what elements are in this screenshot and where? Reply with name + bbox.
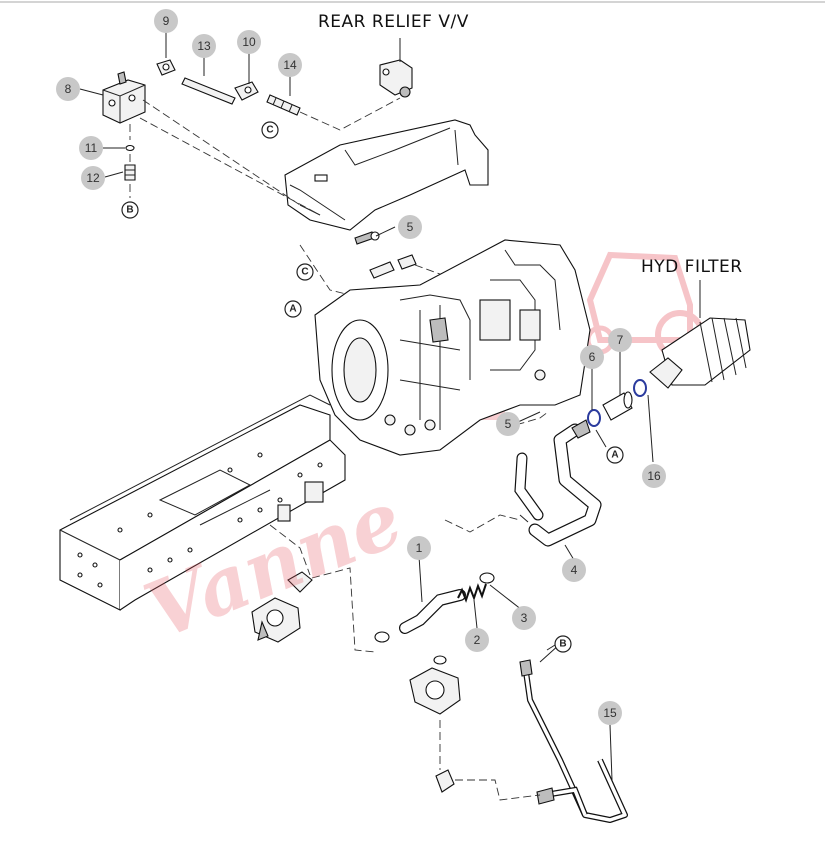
ref-marker-c-upper: C <box>261 121 279 139</box>
svg-text:16: 16 <box>647 469 661 483</box>
callout-15: 15 <box>598 701 622 725</box>
callout-9: 9 <box>154 9 178 33</box>
callout-6: 6 <box>580 345 604 369</box>
svg-text:B: B <box>559 639 566 650</box>
hose-clamp <box>587 409 601 427</box>
callout-12: 12 <box>81 166 105 190</box>
svg-text:C: C <box>266 125 273 136</box>
svg-text:2: 2 <box>474 633 481 647</box>
svg-text:8: 8 <box>65 82 72 96</box>
callout-14: 14 <box>278 53 302 77</box>
elbow-fitting <box>435 769 455 793</box>
svg-text:A: A <box>289 304 296 315</box>
clamp <box>479 572 495 584</box>
valve-block <box>102 71 146 124</box>
svg-text:7: 7 <box>617 333 624 347</box>
connector-fitting <box>124 164 136 181</box>
callout-4: 4 <box>562 558 586 582</box>
callout-10: 10 <box>237 30 261 54</box>
spring <box>457 583 487 603</box>
svg-text:B: B <box>126 205 133 216</box>
callout-8: 8 <box>56 77 80 101</box>
hose-clamp <box>633 379 647 397</box>
bracket-plate <box>284 119 489 231</box>
ref-marker-b-lower: B <box>554 635 572 653</box>
svg-text:3: 3 <box>521 611 528 625</box>
suction-hose <box>514 419 602 547</box>
callout-2: 2 <box>465 628 489 652</box>
svg-text:12: 12 <box>86 171 100 185</box>
hydraulic-pump <box>251 597 301 643</box>
callout-3: 3 <box>512 606 536 630</box>
hose-fitting <box>266 94 301 116</box>
svg-text:14: 14 <box>283 58 297 72</box>
svg-text:11: 11 <box>85 141 98 155</box>
svg-text:13: 13 <box>197 39 211 53</box>
c-fitting <box>369 254 417 279</box>
elbow-fitting <box>156 59 176 76</box>
hydraulic-pipe <box>519 659 628 823</box>
svg-text:6: 6 <box>589 350 596 364</box>
hyd-filter-label: HYD FILTER <box>641 257 743 277</box>
svg-text:C: C <box>301 267 308 278</box>
pump-hose <box>399 589 466 634</box>
short-hose <box>602 391 633 421</box>
rear-relief-valve-label: REAR RELIEF V/V <box>318 12 469 32</box>
svg-text:10: 10 <box>242 35 256 49</box>
hydraulic-filter <box>649 280 751 389</box>
elbow-hose <box>287 571 313 593</box>
frame-holes <box>77 452 323 588</box>
chassis-frame <box>59 394 346 611</box>
ref-marker-b-upper: B <box>121 201 139 219</box>
svg-text:15: 15 <box>603 706 617 720</box>
clamp <box>374 631 390 643</box>
hydraulic-pump <box>409 655 461 715</box>
svg-text:A: A <box>611 450 618 461</box>
ref-marker-c-middle: C <box>296 263 314 281</box>
callout-5-upper: 5 <box>398 215 422 239</box>
rear-relief-valve <box>379 59 413 98</box>
transmission-housing <box>314 239 591 456</box>
svg-text:5: 5 <box>407 220 414 234</box>
pipe <box>181 77 236 105</box>
ref-marker-a-upper: A <box>284 300 302 318</box>
callout-7: 7 <box>608 328 632 352</box>
adapter-fitting <box>234 81 259 101</box>
callout-16: 16 <box>642 464 666 488</box>
svg-text:1: 1 <box>416 541 423 555</box>
svg-text:5: 5 <box>505 417 512 431</box>
callout-5-lower: 5 <box>496 412 520 436</box>
ref-marker-a-lower: A <box>606 446 624 464</box>
callout-13: 13 <box>192 34 216 58</box>
callout-11: 11 <box>79 136 103 160</box>
svg-text:4: 4 <box>571 563 578 577</box>
callout-1: 1 <box>407 536 431 560</box>
bolt <box>354 231 380 245</box>
svg-text:9: 9 <box>163 14 170 28</box>
o-ring <box>125 144 135 152</box>
